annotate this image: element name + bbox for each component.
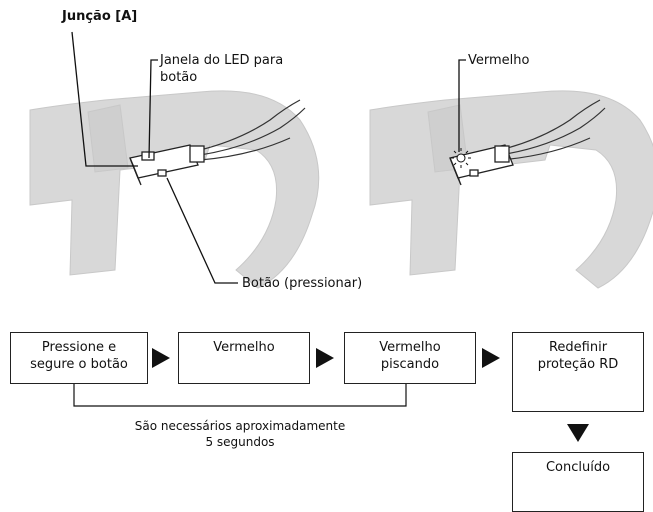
right-handlebar bbox=[369, 90, 653, 289]
handlebar-illustration bbox=[29, 31, 653, 289]
duration-note: São necessários aproximadamente 5 segund… bbox=[100, 418, 380, 450]
left-handlebar bbox=[29, 90, 320, 289]
duration-note-line1: São necessários aproximadamente bbox=[134, 419, 346, 433]
led-window-label-line2: botão bbox=[160, 70, 198, 85]
step-text: Vermelho bbox=[379, 340, 441, 355]
junction-a-right bbox=[449, 144, 514, 186]
step-text: Vermelho bbox=[213, 340, 275, 355]
left-cables bbox=[199, 99, 306, 161]
junction-a-left bbox=[129, 144, 205, 186]
step-completed: Concluído bbox=[512, 452, 644, 512]
arrow-right-icon bbox=[482, 348, 500, 368]
arrow-right-icon bbox=[316, 348, 334, 368]
step-press-hold: Pressione e segure o botão bbox=[10, 332, 148, 384]
step-reset-rd-protection: Redefinir proteção RD bbox=[512, 332, 644, 412]
red-label: Vermelho bbox=[468, 53, 530, 68]
step-text: piscando bbox=[380, 357, 440, 372]
step-red: Vermelho bbox=[178, 332, 310, 384]
button-label: Botão (pressionar) bbox=[242, 276, 363, 291]
step-text: segure o botão bbox=[30, 357, 128, 372]
arrow-right-icon bbox=[152, 348, 170, 368]
led-glow-icon bbox=[451, 148, 471, 168]
step-text: Redefinir bbox=[548, 340, 608, 355]
step-text: proteção RD bbox=[537, 357, 619, 372]
step-text: Concluído bbox=[545, 460, 611, 475]
duration-note-line2: 5 segundos bbox=[205, 435, 275, 449]
duration-bracket bbox=[73, 384, 407, 407]
leader-lines bbox=[71, 31, 466, 284]
junction-label: Junção [A] bbox=[62, 9, 138, 24]
led-window-label-line1: Janela do LED para bbox=[160, 53, 284, 68]
step-red-blinking: Vermelho piscando bbox=[344, 332, 476, 384]
step-text: Pressione e bbox=[41, 340, 117, 355]
arrow-down-icon bbox=[567, 424, 589, 442]
